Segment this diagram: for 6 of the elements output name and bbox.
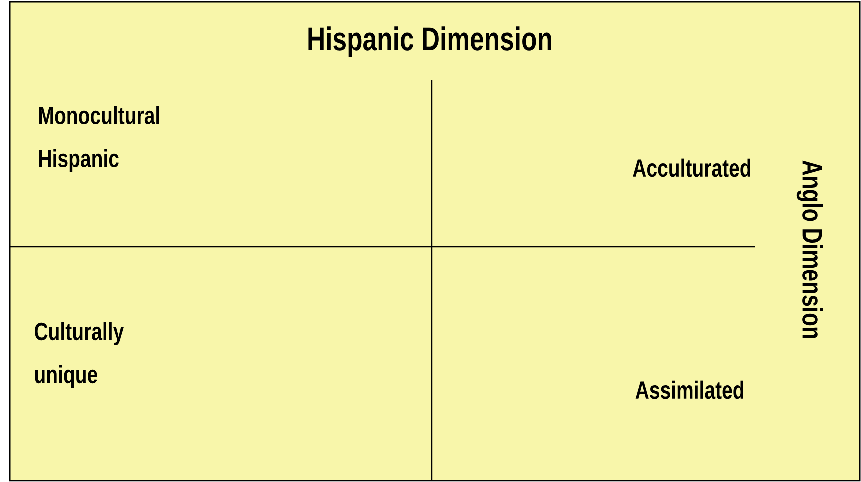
axis-label: Anglo Dimension	[796, 160, 824, 338]
quadrant-label: Monocultural Hispanic	[40, 106, 160, 172]
quadrant-label: Culturally unique	[35, 322, 124, 388]
title: Hispanic Dimension	[308, 26, 552, 58]
quadrant-label: Acculturated	[633, 158, 750, 178]
quadrant-label: Assimilated	[636, 380, 744, 400]
